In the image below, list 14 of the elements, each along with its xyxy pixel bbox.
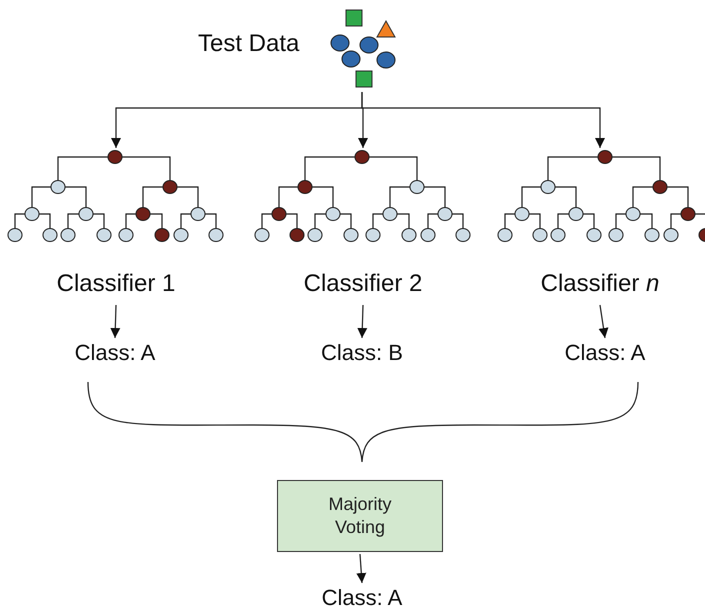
arrow bbox=[110, 304, 120, 338]
classifier-label: Classifier n bbox=[540, 270, 660, 298]
classifier-label: Classifier 2 bbox=[302, 270, 424, 298]
data-label: Test Data bbox=[198, 30, 300, 58]
arrow bbox=[598, 304, 608, 338]
arrow bbox=[356, 554, 366, 584]
class-label: Class: A bbox=[60, 340, 170, 372]
class-label: Class: A bbox=[307, 585, 417, 615]
classifier-label: Classifier 1 bbox=[56, 270, 176, 298]
class-label: Class: A bbox=[550, 340, 660, 372]
arrow bbox=[357, 304, 368, 338]
class-label: Class: B bbox=[307, 340, 417, 372]
arrow bbox=[361, 92, 605, 148]
process-box: Majority Voting bbox=[277, 480, 443, 552]
